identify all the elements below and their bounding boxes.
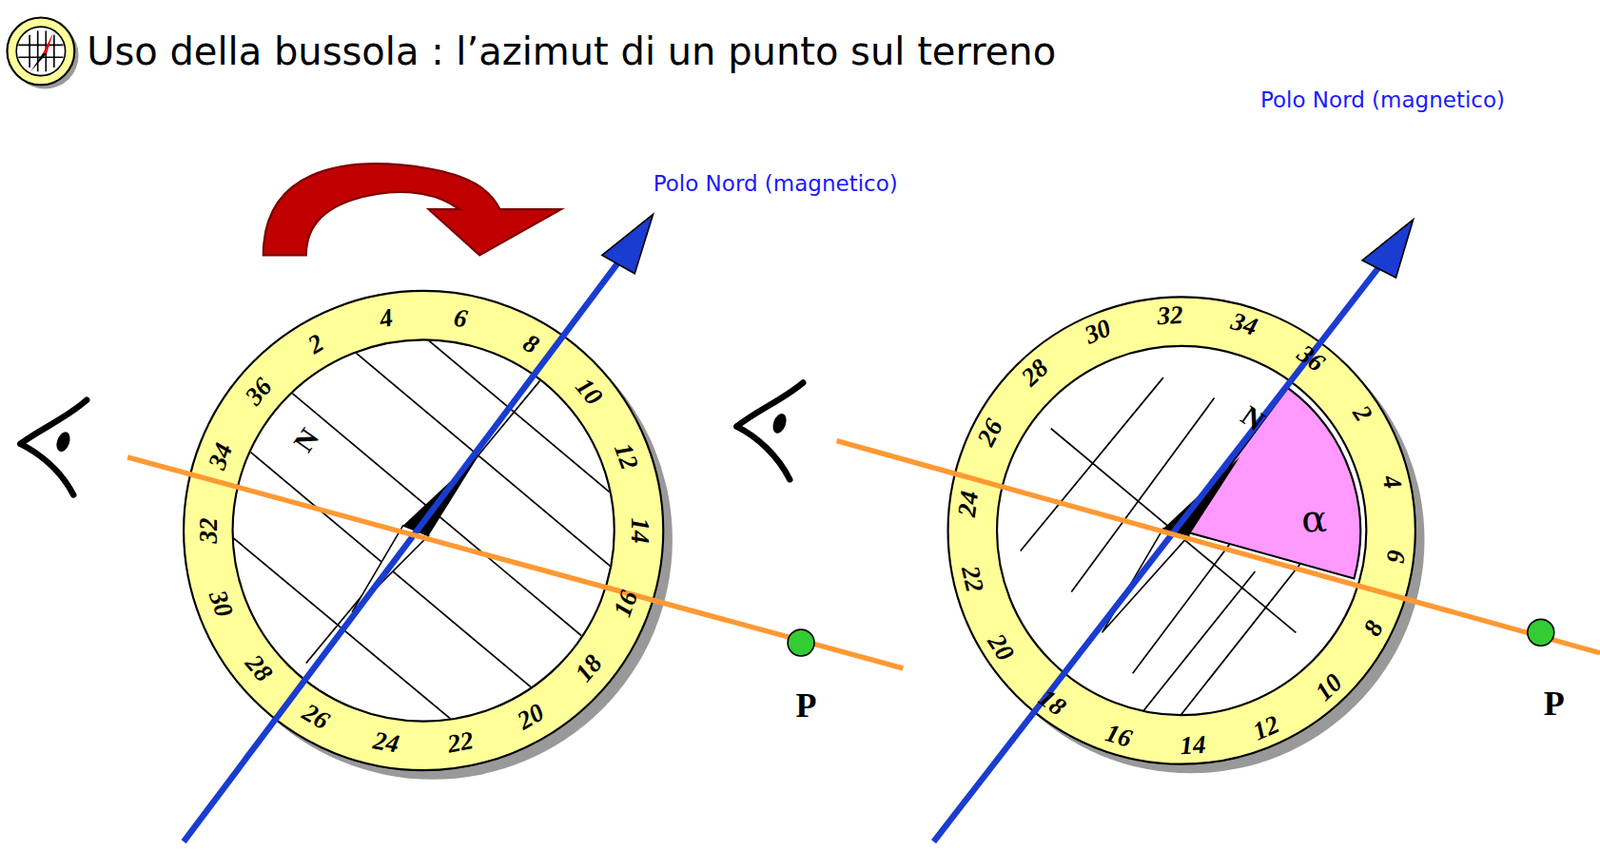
pole-label: Polo Nord (magnetico) bbox=[653, 173, 898, 196]
dial-number: 22 bbox=[956, 564, 987, 595]
dial-number: 32 bbox=[1156, 302, 1184, 330]
diagram-title: Uso della bussola : l’azimut di un punto… bbox=[86, 32, 1056, 71]
dial-number: 14 bbox=[625, 517, 652, 544]
dial-number: 24 bbox=[370, 727, 401, 758]
point-label: P bbox=[795, 688, 817, 723]
dial-number: 22 bbox=[446, 727, 476, 758]
point-label: P bbox=[1543, 686, 1565, 722]
angle-label: α bbox=[1301, 499, 1327, 538]
dial-number: 14 bbox=[1179, 732, 1207, 760]
dial-number: 24 bbox=[953, 489, 982, 519]
pole-label: Polo Nord (magnetico) bbox=[1260, 89, 1505, 112]
dial-number: 32 bbox=[195, 517, 221, 544]
